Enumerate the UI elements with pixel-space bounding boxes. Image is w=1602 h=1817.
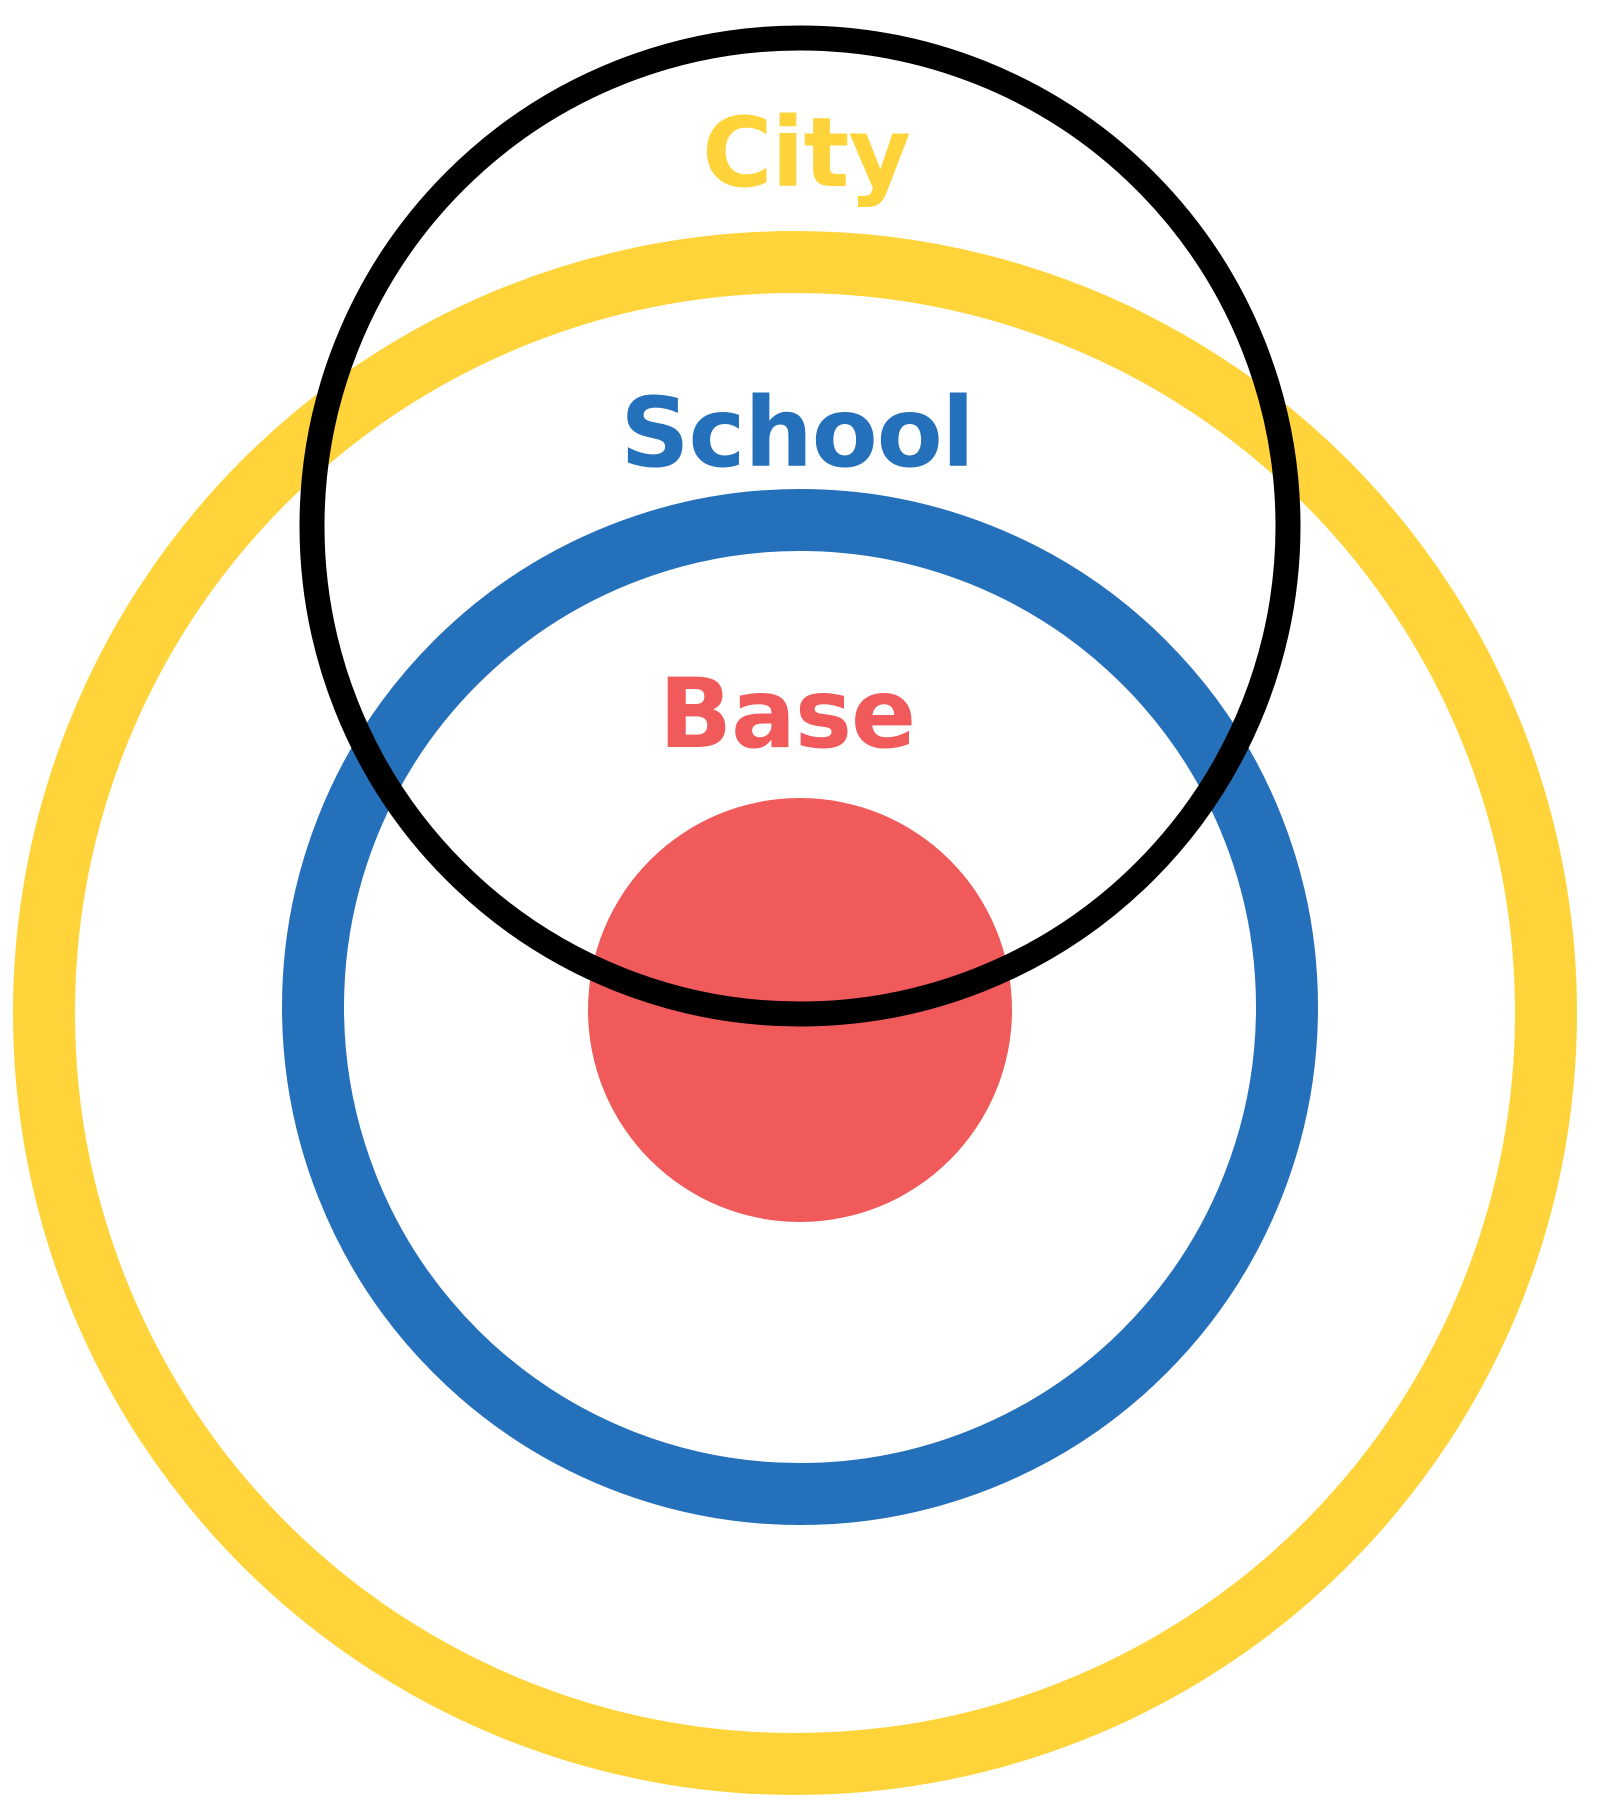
school-ring [282, 489, 1318, 1525]
city-label: City [702, 97, 910, 209]
city-ring [13, 231, 1577, 1795]
school-label: School [620, 377, 973, 489]
base-label: Base [659, 658, 915, 770]
overlay-circle [299, 25, 1301, 1027]
